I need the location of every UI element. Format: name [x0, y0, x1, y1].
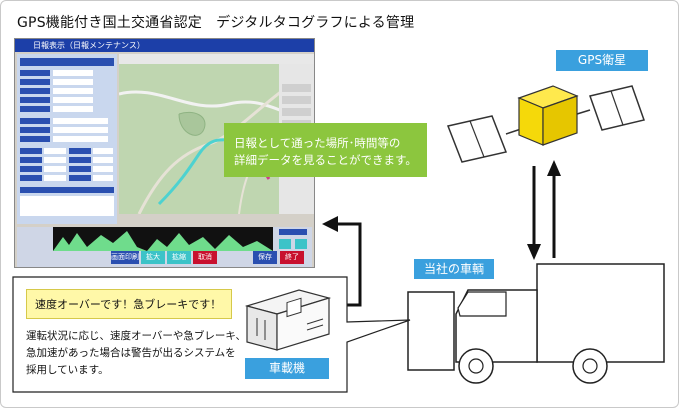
- warning-bubble: 速度オーバーです！急ブレーキです！: [26, 289, 232, 319]
- page-title: GPS機能付き国土交通省認定 デジタルタコグラフによる管理: [17, 15, 415, 31]
- screenshot-cancel-button: 取消: [193, 251, 217, 264]
- description-line-1: 運転状況に応じ、速度オーバーや急ブレーキ、: [26, 330, 246, 342]
- screenshot-zoom-in-button: 拡大: [141, 251, 165, 264]
- bidirectional-arrows: [527, 160, 561, 260]
- screenshot-window-title: 日報表示（日報メンテナンス）: [33, 41, 145, 50]
- speed-chart-graphic: [53, 227, 307, 251]
- detail-data-line-1: 日報として通った場所･時間等の: [234, 136, 401, 150]
- description-line-2: 急加速があった場合は警告が出るシステムを: [26, 347, 236, 359]
- screenshot-button-row: 画面印刷 拡大 拡縮 取消 保存 終了: [17, 251, 312, 265]
- description-line-3: 採用しています。: [26, 364, 109, 376]
- screenshot-zoom-out-button: 拡縮: [167, 251, 191, 264]
- screenshot-form-panel: [17, 54, 117, 224]
- gps-satellite-label: GPS衛星: [556, 50, 648, 71]
- form-fields-graphic: [20, 58, 114, 216]
- screenshot-save-button: 保存: [253, 251, 277, 264]
- company-truck-graphic: [407, 263, 665, 384]
- screenshot-title-bar: 日報表示（日報メンテナンス）: [15, 39, 314, 52]
- gps-satellite-graphic: [446, 85, 645, 163]
- company-vehicle-label: 当社の車輌: [414, 259, 494, 279]
- detail-data-line-2: 詳細データを見ることができます。: [234, 153, 417, 167]
- onboard-unit-label: 車載機: [245, 358, 329, 379]
- screenshot-exit-button: 終了: [280, 251, 304, 264]
- detail-data-callout: 日報として通った場所･時間等の 詳細データを見ることができます。: [224, 123, 427, 177]
- screenshot-print-button: 画面印刷: [111, 251, 139, 264]
- screenshot-map: [118, 54, 314, 215]
- daily-report-screenshot: 日報表示（日報メンテナンス）: [14, 38, 315, 268]
- onboard-unit-graphic: [244, 289, 332, 351]
- system-description: 運転状況に応じ、速度オーバーや急ブレーキ、 急加速があった場合は警告が出るシステ…: [26, 328, 246, 379]
